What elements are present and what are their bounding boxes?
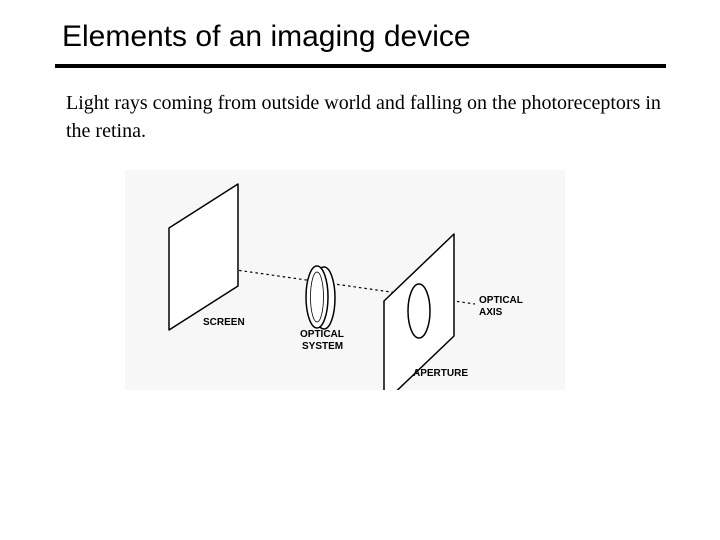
lens-element (305, 265, 336, 330)
label-optical-axis-line2: AXIS (479, 307, 503, 318)
slide-title: Elements of an imaging device (62, 20, 471, 53)
label-optical-system-line2: SYSTEM (302, 341, 343, 352)
imaging-device-diagram: SCREEN OPTICAL SYSTEM OPTICAL AXIS APERT… (125, 170, 565, 390)
optical-axis-line (200, 264, 476, 305)
label-screen: SCREEN (203, 317, 245, 328)
title-underline (55, 64, 666, 68)
label-optical-axis-line1: OPTICAL (479, 295, 523, 306)
label-optical-system-line1: OPTICAL (300, 329, 344, 340)
screen-plane (168, 183, 239, 331)
aperture-opening (407, 283, 431, 339)
diagram-svg: SCREEN OPTICAL SYSTEM OPTICAL AXIS APERT… (125, 170, 565, 390)
label-aperture: APERTURE (413, 368, 468, 379)
slide-body-text: Light rays coming from outside world and… (66, 92, 661, 142)
